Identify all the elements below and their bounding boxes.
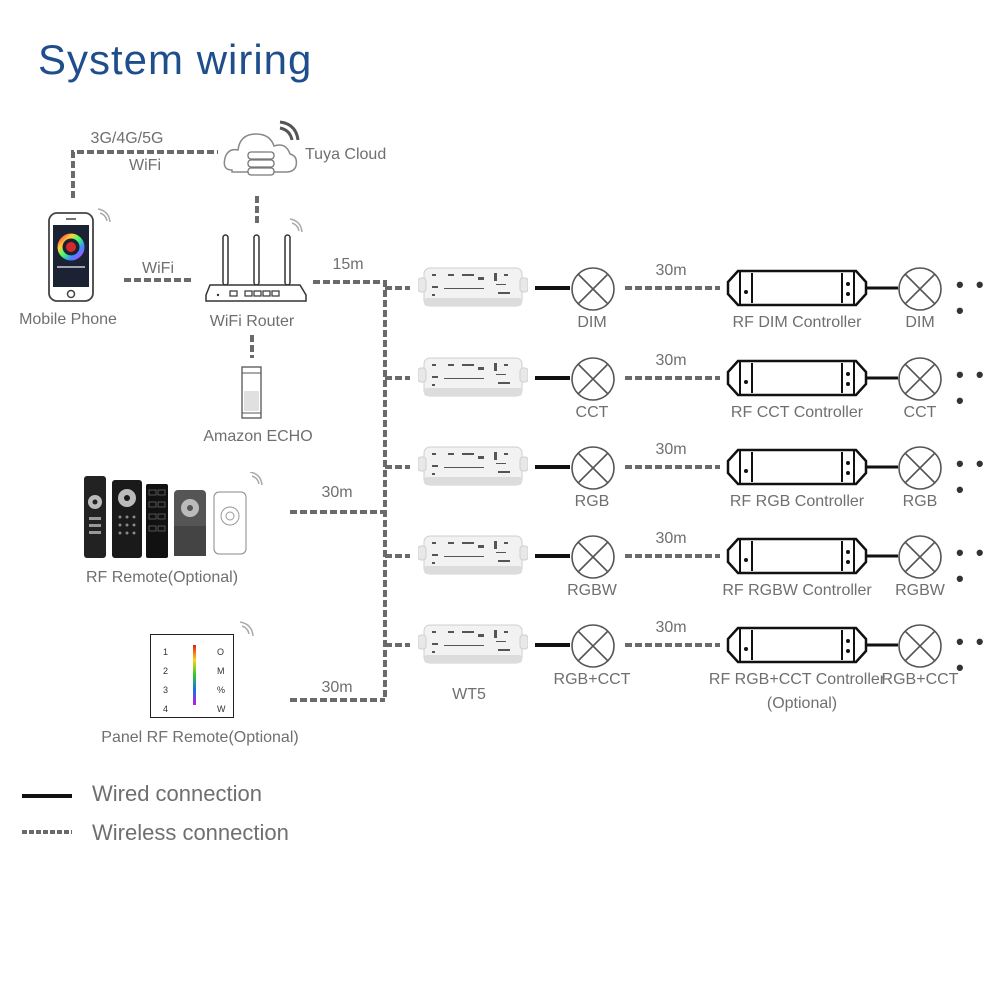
lamp-type-label: CCT [575,404,609,421]
end-lamp-type-label: DIM [905,314,935,331]
continuation-ellipsis-icon: • • • [956,540,987,591]
lamp-icon [571,535,615,579]
distance-label: 30m [655,262,687,279]
remote-controls-icon [84,472,263,558]
rf-controller-icon [726,537,868,575]
lamp-type-label: RGBW [567,582,617,599]
end-lamp-type-label: RGB [902,493,938,510]
panel-key-2: 2 [163,666,169,676]
end-lamp-icon [898,624,942,668]
continuation-ellipsis-icon: • • • [956,362,987,413]
rf-remote-label: RF Remote(Optional) [85,569,239,586]
lamp-type-label: RGB+CCT [553,671,631,688]
smartphone-icon [48,208,111,302]
link-label-wifi-cloud: WiFi [129,157,161,174]
link-label-network: 3G/4G/5G [90,130,164,147]
echo-label: Amazon ECHO [203,428,313,445]
wireless-link-phone-cloud [71,150,218,198]
rf-controller-note: (Optional) [766,695,838,712]
panel-key-brightness: % [217,685,226,695]
wt5-controller-icon [418,357,528,397]
lamp-icon [571,624,615,668]
continuation-ellipsis-icon: • • • [956,629,987,680]
panel-remote-label: Panel RF Remote(Optional) [101,729,299,746]
rf-controller-label: RF DIM Controller [732,314,862,331]
panel-left-keys: 1 2 3 4 [163,643,168,719]
rf-controller-label: RF RGB+CCT Controller [708,671,886,688]
distance-label: 30m [655,441,687,458]
wall-panel-remote-icon: 1 2 3 4 O M % W [150,634,234,718]
main-controller-label: WT5 [452,686,486,703]
continuation-ellipsis-icon: • • • [956,451,987,502]
wt5-controller-icon [418,624,528,664]
link-label-router-bus: 15m [332,256,364,273]
lamp-type-label: RGB [574,493,610,510]
rf-controller-icon [726,626,868,664]
lamp-type-label: DIM [577,314,607,331]
panel-key-on-off: O [217,647,225,657]
color-slider-strip [193,645,196,705]
distance-label: 30m [655,530,687,547]
wt5-controller-icon [418,535,528,575]
distance-label: 30m [655,352,687,369]
rf-controller-label: RF CCT Controller [730,404,864,421]
continuation-ellipsis-icon: • • • [956,272,987,323]
rf-controller-icon [726,269,868,307]
cloud-label: Tuya Cloud [305,146,387,163]
legend-wireless-label: Wireless connection [92,820,289,845]
router-label: WiFi Router [209,313,295,330]
rf-controller-icon [726,359,868,397]
panel-key-white: W [217,704,226,714]
lamp-icon [571,357,615,401]
end-lamp-type-label: RGB+CCT [881,671,959,688]
wireless-signal-icon [239,621,254,637]
wt5-controller-icon [418,267,528,307]
end-lamp-icon [898,446,942,490]
end-lamp-icon [898,267,942,311]
panel-key-1: 1 [163,647,169,657]
lamp-icon [571,267,615,311]
rf-controller-label: RF RGBW Controller [722,582,872,599]
lamp-icon [571,446,615,490]
end-lamp-icon [898,535,942,579]
panel-right-keys: O M % W [217,643,226,719]
cloud-server-icon [223,120,300,176]
page-title: System wiring [38,36,313,83]
wt5-controller-icon [418,446,528,486]
legend-wired-label: Wired connection [92,781,262,806]
distance-label: 30m [655,619,687,636]
link-label-panel-bus: 30m [321,679,353,696]
rf-controller-label: RF RGB Controller [729,493,865,510]
rf-controller-icon [726,448,868,486]
end-lamp-icon [898,357,942,401]
phone-label: Mobile Phone [19,311,117,328]
end-lamp-type-label: RGBW [895,582,945,599]
wireless-link-router-bus [313,280,387,700]
wifi-router-icon [205,218,307,302]
link-label-remote-bus: 30m [321,484,353,501]
smart-speaker-icon [241,366,262,419]
panel-key-mode: M [217,666,225,676]
panel-key-4: 4 [163,704,169,714]
panel-key-3: 3 [163,685,169,695]
link-label-wifi-router: WiFi [142,260,174,277]
end-lamp-type-label: CCT [903,404,937,421]
